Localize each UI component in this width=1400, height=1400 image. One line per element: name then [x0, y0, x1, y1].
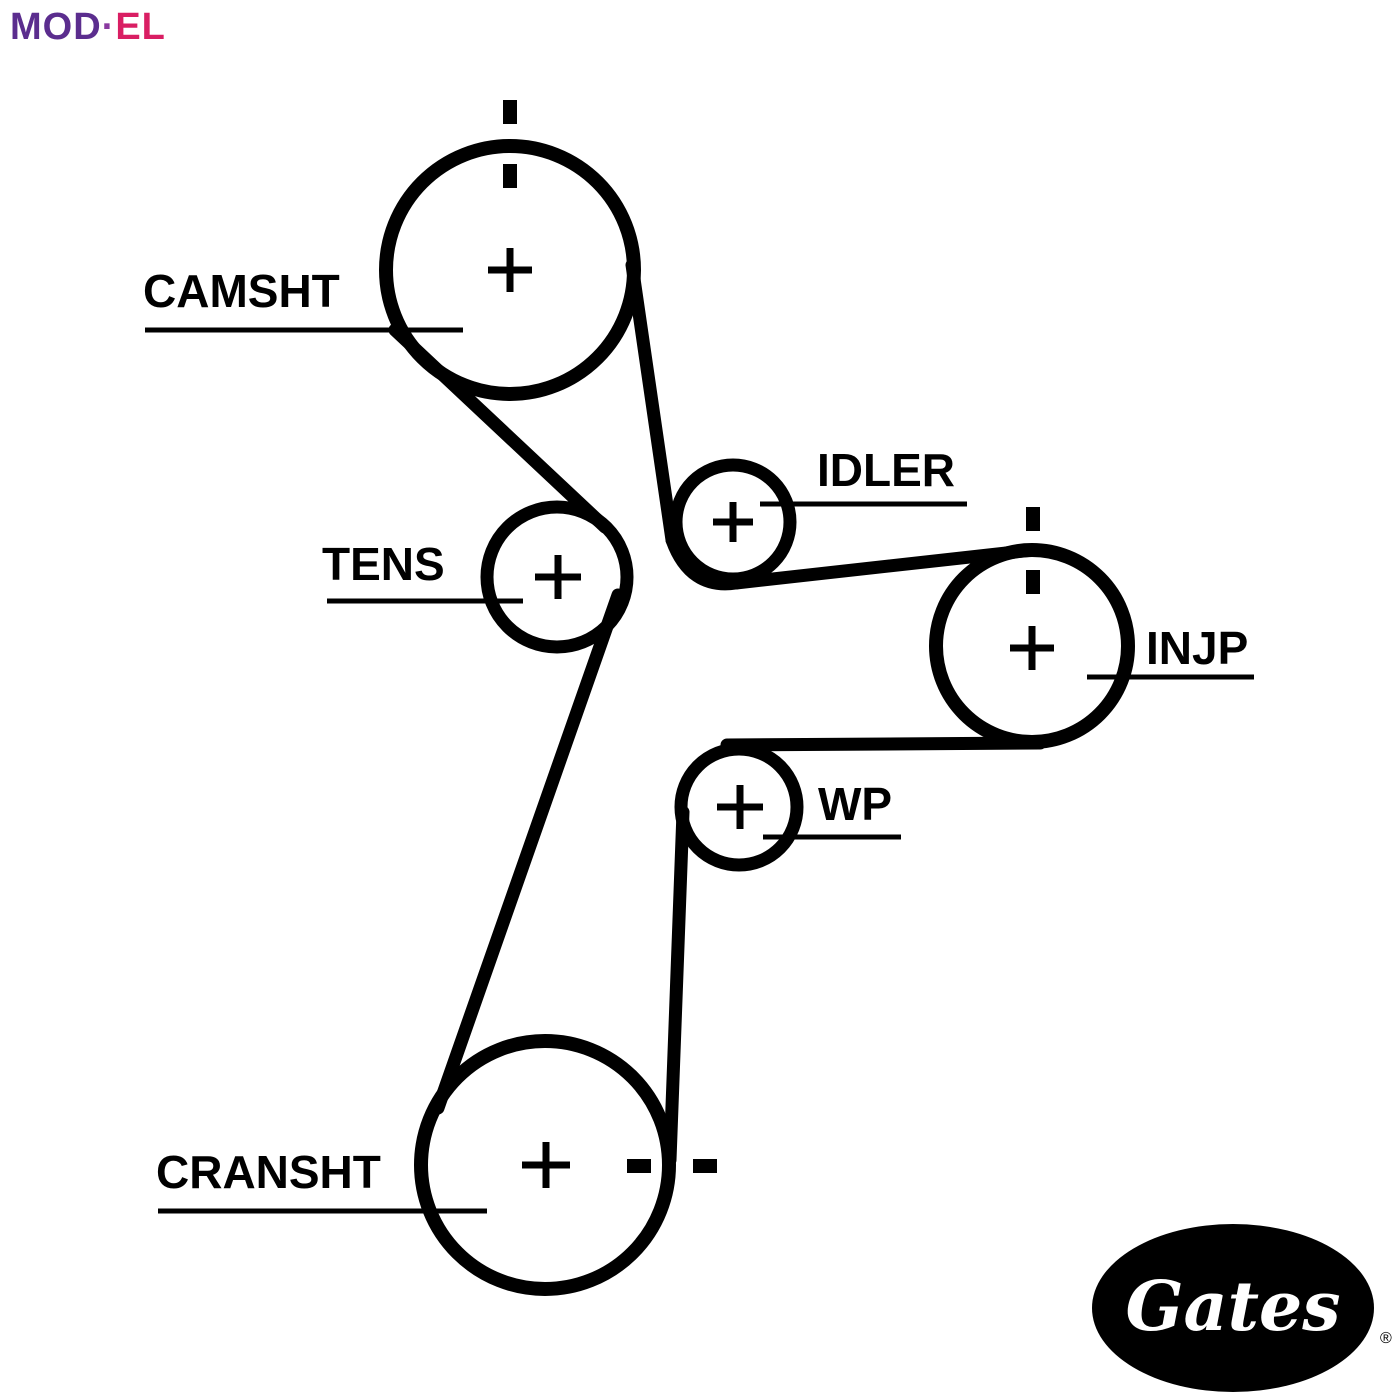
camshaft-pulley-circle: [379, 139, 641, 401]
tensioner-center-cross-icon: [535, 555, 581, 599]
injp-label: INJP: [1146, 622, 1248, 674]
crankshaft-timing-mark-right: [693, 1159, 717, 1173]
gates-registered-mark: ®: [1380, 1330, 1392, 1347]
pulley-crankshaft: [158, 1034, 717, 1296]
logo-part-mod: MOD: [10, 6, 102, 48]
wp-label: WP: [818, 778, 892, 830]
tensioner-pulley-circle: [480, 500, 634, 654]
idler-pulley-circle: [669, 458, 797, 586]
camshaft-center-cross-icon: [488, 248, 532, 292]
crankshaft-pulley-circle: [414, 1034, 676, 1296]
pulley-idler: [669, 458, 967, 586]
pulley-camshaft: [145, 100, 641, 401]
idler-label: IDLER: [817, 444, 955, 496]
crankshaft-label: CRANSHT: [156, 1146, 381, 1198]
belt-span-wp-crankshaft: [663, 805, 690, 1167]
injp-center-cross-icon: [1010, 626, 1054, 670]
pulley-tensioner: [327, 500, 634, 654]
wp-center-cross-icon: [717, 785, 763, 829]
pulley-injection-pump: [929, 507, 1254, 749]
camshaft-timing-mark-lower: [503, 164, 517, 188]
injp-timing-mark-upper: [1026, 507, 1040, 531]
belt-span-camshaft-idler: [625, 258, 679, 547]
injp-pulley-circle: [929, 543, 1135, 749]
belt-span-injp-wp: [720, 736, 1047, 752]
gates-logo-text: Gates: [1125, 1267, 1340, 1347]
gates-oval-logo: Gates ®: [1092, 1224, 1392, 1392]
belt-span-crankshaft-tens: [431, 588, 625, 1115]
crankshaft-center-cross-icon: [522, 1142, 570, 1188]
camshaft-label: CAMSHT: [143, 265, 340, 317]
wp-pulley-circle: [674, 742, 804, 872]
tensioner-label: TENS: [322, 538, 445, 590]
pulley-water-pump: [674, 742, 901, 872]
gates-logo-oval: [1092, 1224, 1374, 1392]
logo-dot: ·: [101, 6, 116, 48]
camshaft-timing-mark-upper: [503, 100, 517, 124]
idler-center-cross-icon: [713, 502, 753, 542]
crankshaft-timing-mark-left: [627, 1159, 651, 1173]
mod-el-logo: MOD·EL: [10, 6, 166, 49]
logo-part-el: EL: [115, 6, 166, 48]
injp-timing-mark-lower: [1026, 570, 1040, 594]
